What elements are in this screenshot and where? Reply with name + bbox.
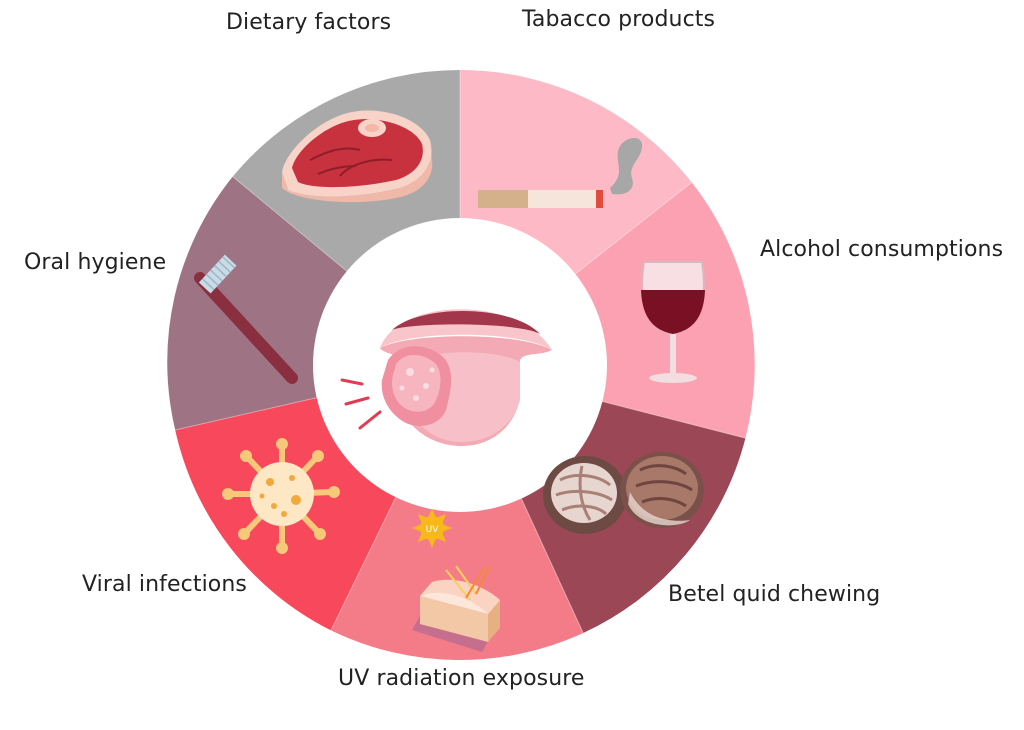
label-tobacco-products: Tabacco products [522,7,716,32]
skin-layer-icon: UV [412,508,500,652]
virus-icon [222,438,340,554]
steak-icon [282,110,433,203]
betel-nut-icon [543,452,704,534]
uv-badge: UV [426,525,440,535]
mouth-tongue-icon [340,309,552,446]
label-viral-infections: Viral infections [82,572,247,597]
label-dietary-factors: Dietary factors [226,10,392,35]
cigarette-icon [478,138,643,208]
label-uv-radiation-exposure: UV radiation exposure [338,666,585,691]
segment-uv [331,365,584,661]
toothbrush-icon [194,254,298,384]
label-oral-hygiene: Oral hygiene [24,250,167,275]
wine-glass-icon [641,261,705,383]
label-alcohol-consumptions: Alcohol consumptions [760,237,1004,262]
label-betel-quid-chewing: Betel quid chewing [668,582,881,607]
